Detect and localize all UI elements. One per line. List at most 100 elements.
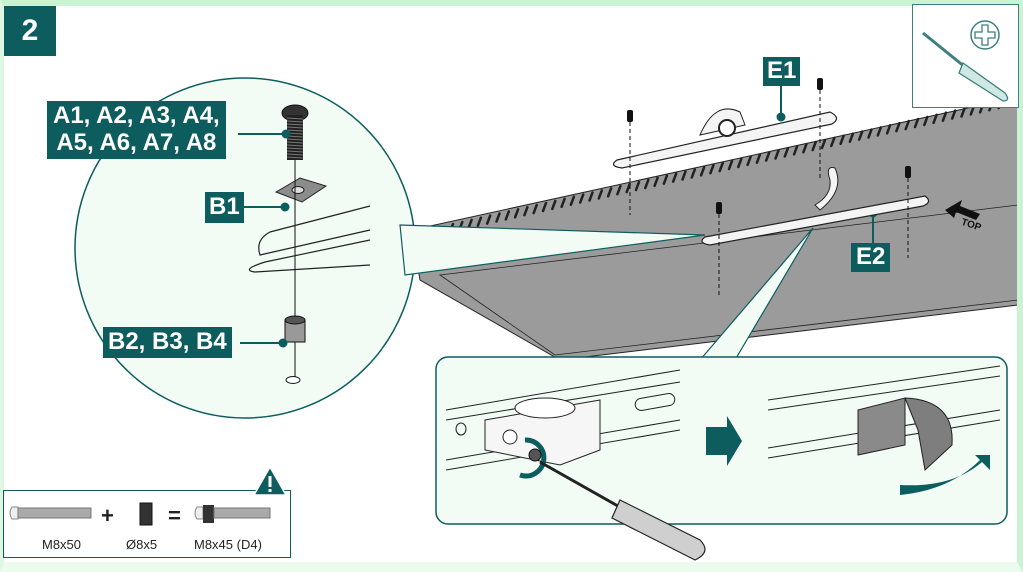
- vent-slot: [746, 155, 752, 167]
- vent-slot: [597, 189, 604, 200]
- callout-screws: A1, A2, A3, A4, A5, A6, A7, A8: [47, 101, 226, 159]
- screw-a: [281, 104, 309, 160]
- vent-slot: [830, 136, 836, 148]
- callout-bracket-e1: E1: [763, 57, 801, 86]
- result-size-label: M8x45 (D4): [194, 537, 262, 552]
- next-arrow-icon: [706, 416, 742, 466]
- bracket-e1: [612, 108, 838, 169]
- vent-slot: [802, 142, 808, 154]
- screw-thread: [286, 120, 304, 123]
- vent-slot: [932, 113, 938, 125]
- tool-required-box: [912, 4, 1019, 108]
- screw-thread: [286, 123, 304, 126]
- vent-slot: [467, 218, 473, 230]
- step-number: 2: [4, 6, 56, 56]
- vent-slot: [690, 168, 697, 179]
- screw-thread: [286, 126, 304, 129]
- phillips-screwdriver-icon: [922, 20, 1009, 102]
- note-parts-illustration: [9, 502, 271, 526]
- vent-slot: [774, 149, 780, 160]
- vent-slot: [895, 121, 901, 133]
- rotate-ccw-icon: [519, 437, 547, 479]
- screw-thread: [286, 117, 304, 120]
- vent-slot: [783, 147, 790, 158]
- leader-lines: [236, 86, 878, 348]
- vent-slot: [560, 197, 566, 209]
- screw-thread: [286, 153, 304, 156]
- plus-sign: +: [101, 503, 114, 528]
- vent-slot: [718, 161, 724, 173]
- vent-slot: [820, 138, 827, 150]
- callout-bracket-e2: E2: [851, 243, 891, 272]
- callout-spacers: B2, B3, B4: [103, 327, 232, 358]
- screw-thread: [286, 147, 304, 150]
- vent-slot: [737, 157, 743, 169]
- vent-slot: [523, 205, 529, 217]
- screwdriver: [539, 460, 706, 561]
- vent-slot: [885, 124, 892, 135]
- vent-slot: [532, 203, 538, 215]
- vent-slot: [671, 172, 678, 183]
- vent-slot: [616, 184, 622, 196]
- vent-slot: [551, 199, 557, 211]
- vent-slot: [569, 195, 576, 206]
- long-screw-icon: [9, 506, 92, 520]
- vent-slot: [792, 145, 799, 156]
- vent-slot: [681, 170, 687, 181]
- spacer-size-label: Ø8x5: [126, 537, 158, 552]
- vent-slot: [857, 130, 864, 141]
- vent-slot: [839, 134, 845, 146]
- callout-screws-line2: A5, A6, A7, A8: [56, 128, 217, 156]
- mounting-screws: [627, 78, 911, 214]
- vent-slot: [764, 151, 771, 162]
- rail-left: [445, 369, 681, 471]
- screw-size-label: M8x50: [42, 537, 82, 552]
- callout-screws-line1: A1, A2, A3, A4,: [53, 102, 220, 129]
- vent-slot: [495, 212, 501, 223]
- screw-thread: [286, 141, 304, 144]
- short-screw-with-spacer-icon: [194, 505, 271, 523]
- vent-slot: [950, 109, 957, 120]
- screw-thread: [286, 156, 304, 159]
- warning-icon: [252, 465, 288, 496]
- vent-slot: [699, 166, 706, 177]
- vent-slot: [625, 182, 631, 194]
- vent-slot: [811, 140, 817, 152]
- vent-slot: [513, 208, 520, 219]
- vent-slot: [653, 176, 659, 188]
- spacer-icon: [139, 502, 153, 526]
- vent-slot: [662, 174, 669, 185]
- vent-slot: [913, 117, 920, 129]
- vent-slot: [634, 180, 641, 192]
- vent-slot: [923, 115, 929, 127]
- rotate-cw-icon: [900, 455, 990, 495]
- vent-slot: [904, 119, 910, 131]
- zoom-wedge: [399, 224, 706, 276]
- clamp-closed: [484, 397, 601, 466]
- vent-slot: [876, 126, 883, 137]
- vent-slot: [476, 216, 483, 227]
- vent-slot: [541, 201, 548, 213]
- screw-thread: [286, 138, 304, 141]
- screw-thread: [286, 129, 304, 132]
- guide-lines: [629, 90, 909, 296]
- vent-slot: [848, 132, 855, 143]
- screw-conversion-note: + = M8x50 Ø8x5 M8x45 (D4): [3, 490, 291, 558]
- vent-slot: [578, 193, 585, 204]
- clamp-open: [857, 397, 953, 471]
- vent-slot: [727, 159, 734, 171]
- vent-slot: [606, 187, 613, 198]
- vent-slot: [960, 107, 966, 118]
- vent-slot: [755, 153, 762, 164]
- vent-slot: [504, 210, 511, 221]
- top-arrow-icon: [945, 200, 980, 220]
- equals-sign: =: [168, 503, 181, 528]
- vent-slot: [588, 191, 594, 202]
- screw-thread: [286, 150, 304, 153]
- vent-slots: [448, 98, 1003, 234]
- bracket-end-detail: [248, 205, 371, 273]
- callout-washer: B1: [205, 192, 244, 223]
- screw-thread: [286, 144, 304, 147]
- bracket-e2: [701, 167, 930, 246]
